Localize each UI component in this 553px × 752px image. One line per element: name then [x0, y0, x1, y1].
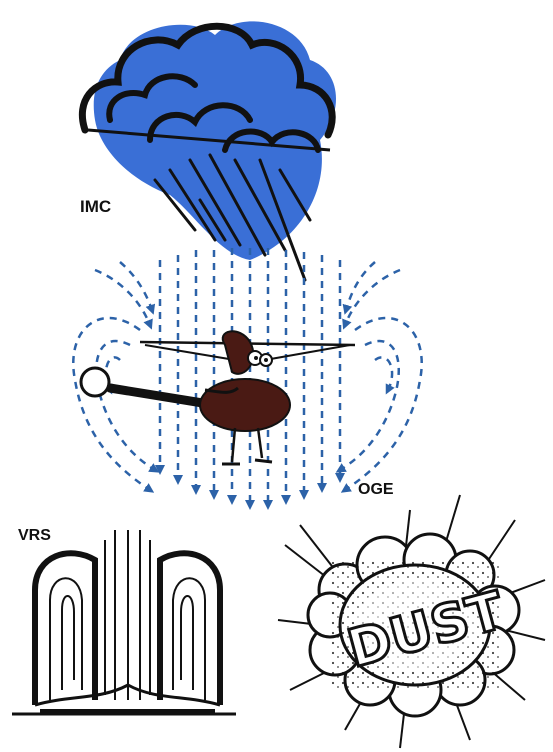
- helicopter-icon: [81, 331, 355, 464]
- vortex-ring-icon: [12, 530, 236, 714]
- vrs-label: VRS: [18, 527, 51, 544]
- rain-cloud-icon: [82, 21, 336, 280]
- oge-label: OGE: [358, 481, 394, 498]
- imc-label: IMC: [80, 197, 111, 216]
- downwash-arrows-icon: [73, 248, 421, 505]
